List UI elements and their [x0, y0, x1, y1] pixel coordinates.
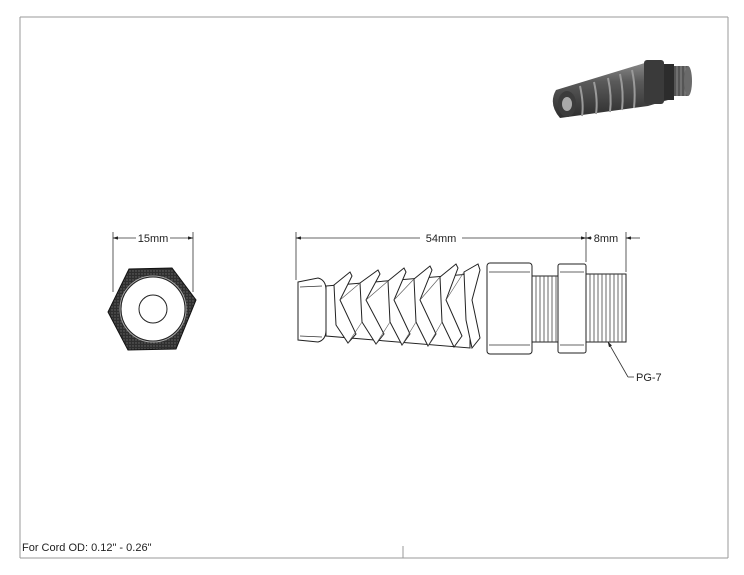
cord-range-note: For Cord OD: 0.12" - 0.26" — [22, 542, 152, 554]
thread-callout: PG-7 — [607, 341, 662, 384]
thread-spec-label: PG-7 — [636, 372, 662, 384]
spiral-strain-relief — [325, 263, 481, 350]
dimension-hex-width-label: 15mm — [138, 233, 169, 245]
dimension-thread-length: 8mm — [585, 232, 640, 272]
side-view — [297, 262, 627, 355]
end-view — [107, 267, 197, 351]
sheet-border — [19, 16, 729, 559]
cord-grip-iso-render-icon — [552, 60, 692, 118]
dimension-thread-length-label: 8mm — [594, 233, 618, 245]
dimension-overall-length-label: 54mm — [426, 233, 457, 245]
dimension-hex-width: 15mm — [112, 232, 194, 292]
dimension-overall-length: 54mm — [295, 232, 587, 280]
